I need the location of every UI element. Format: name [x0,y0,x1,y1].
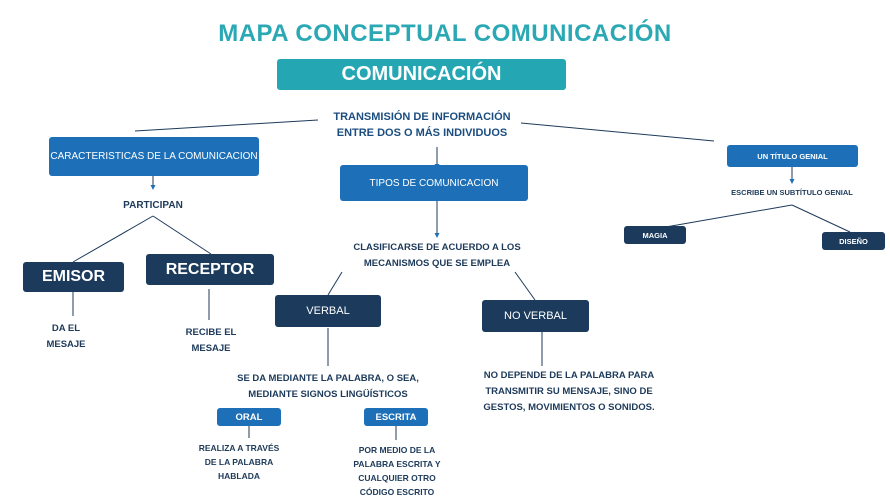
emisor-description: DA EL MESAJE [26,321,106,353]
no-verbal-node: NO VERBAL [482,300,589,332]
no-verbal-description: NO DEPENDE DE LA PALABRA PARA TRANSMITIR… [460,368,678,416]
description-line: POR MEDIO DE LA [358,445,436,455]
classification-text: CLASIFICARSE DE ACUERDO A LOS MECANISMOS… [322,240,552,272]
receptor-description: RECIBE EL MESAJE [171,325,251,357]
description-line: PALABRA ESCRITA Y [353,459,441,469]
extra-title-node: UN TÍTULO GENIAL [727,145,858,167]
main-node: COMUNICACIÓN [277,59,566,90]
arrow-down-icon [434,233,440,238]
escrita-node: ESCRITA [364,408,428,426]
description-line: MESAJE [191,343,231,354]
types-node: TIPOS DE COMUNICACION [340,165,528,201]
verbal-node: VERBAL [275,295,381,327]
oral-description: REALIZA A TRAVÉS DE LA PALABRA HABLADA [189,441,289,483]
definition-line: TRANSMISIÓN DE INFORMACIÓN [333,111,511,123]
description-line: MESAJE [46,339,86,350]
classification-line: MECANISMOS QUE SE EMPLEA [363,258,511,269]
characteristics-node: CARACTERISTICAS DE LA COMUNICACION [49,137,259,176]
description-line: RECIBE EL [185,327,237,338]
receptor-node: RECEPTOR [146,254,274,285]
description-line: HABLADA [217,471,261,481]
escrita-description: POR MEDIO DE LA PALABRA ESCRITA Y CUALQU… [342,443,452,499]
description-line: DA EL [51,323,81,334]
description-line: REALIZA A TRAVÉS [198,443,280,453]
definition-line: ENTRE DOS O MÁS INDIVIDUOS [336,127,508,139]
description-line: NO DEPENDE DE LA PALABRA PARA [483,370,655,381]
description-line: CÓDIGO ESCRITO [359,487,435,497]
diseno-node: DISEÑO [822,232,885,250]
description-line: DE LA PALABRA [204,457,274,467]
emisor-node: EMISOR [23,262,124,292]
arrow-down-icon [789,179,795,184]
participan-label: PARTICIPAN [123,200,183,211]
description-line: MEDIANTE SIGNOS LINGÜÍSTICOS [248,389,408,400]
verbal-description: SE DA MEDIANTE LA PALABRA, O SEA, MEDIAN… [215,371,441,403]
classification-line: CLASIFICARSE DE ACUERDO A LOS [353,242,521,253]
extra-subtitle: ESCRIBE UN SUBTÍTULO GENIAL [731,188,853,197]
oral-node: ORAL [217,408,281,426]
page-title: MAPA CONCEPTUAL COMUNICACIÓN [218,20,672,47]
description-line: TRANSMITIR SU MENSAJE, SINO DE [485,386,653,397]
magia-node: MAGIA [624,226,686,244]
description-line: GESTOS, MOVIMIENTOS O SONIDOS. [483,402,655,413]
description-line: SE DA MEDIANTE LA PALABRA, O SEA, [237,373,419,384]
description-line: CUALQUIER OTRO [358,473,436,483]
definition-text: TRANSMISIÓN DE INFORMACIÓN ENTRE DOS O M… [300,109,544,141]
arrow-down-icon [150,185,156,190]
